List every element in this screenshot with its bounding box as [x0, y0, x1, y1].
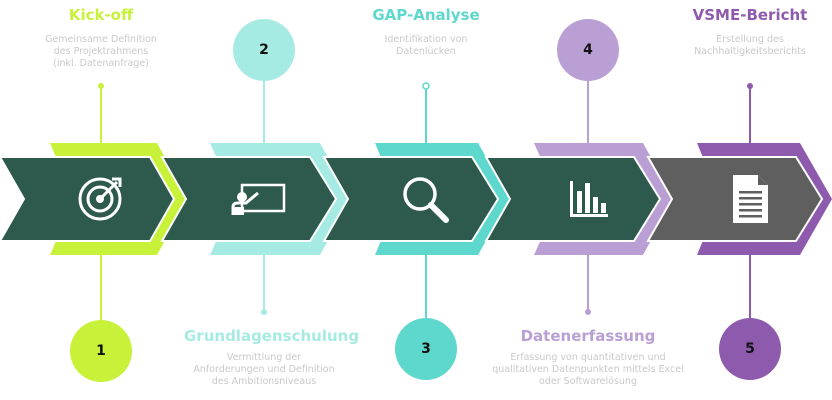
connector-dot-5 — [747, 83, 753, 89]
step-3-title: GAP-Analyse — [372, 6, 480, 24]
step-5-description: Erstellung des Nachhaltigkeitsberichts — [660, 34, 832, 58]
step-3-description: Identifikation von Datenlücken — [336, 34, 516, 58]
step-1-title: Kick-off — [68, 6, 134, 24]
step-1-description: Gemeinsame Definition des Projektrahmens… — [11, 34, 191, 70]
step-5-title: VSME-Bericht — [692, 6, 808, 24]
step-3-number: 3 — [421, 341, 431, 357]
step-2-number: 2 — [259, 42, 269, 58]
bar-chart-icon — [570, 181, 608, 217]
step-4-desc-line: oder Softwarelösung — [539, 376, 637, 387]
connector-dot-3 — [422, 82, 430, 90]
step-3-number-circle: 3 — [395, 318, 457, 380]
step-5-desc-line: Erstellung des — [716, 34, 784, 45]
step-3-desc-line: Datenlücken — [396, 46, 456, 57]
connector-dot-4 — [585, 309, 591, 315]
step-1-desc-line: Gemeinsame Definition — [45, 34, 157, 45]
connector-dot-1 — [98, 83, 104, 89]
step-2-desc-line: Anforderungen und Definition — [193, 364, 335, 375]
step-5-number-circle: 5 — [719, 318, 781, 380]
step-3-desc-line: Identifikation von — [384, 34, 468, 45]
step-2-title: Grundlagenschulung — [184, 327, 360, 345]
chevron-3 — [322, 156, 500, 242]
step-1-number-circle: 1 — [70, 320, 132, 382]
step-4-desc-line: Erfassung von quantitativen und — [510, 352, 666, 363]
step-2-desc-line: Vermittlung der — [226, 352, 302, 363]
step-1-number: 1 — [96, 343, 106, 359]
step-5-number: 5 — [745, 341, 755, 357]
magnifier-icon — [403, 177, 449, 223]
step-2-desc-line: des Ambitionsniveaus — [211, 376, 317, 387]
step-1-desc-line: (inkl. Datenanfrage) — [53, 58, 149, 69]
step-2-number-circle: 2 — [233, 19, 295, 81]
step-4-desc-line: qualitativen Datenpunkten mittels Excel — [492, 364, 684, 375]
step-4-description: Erfassung von quantitativen und qualitat… — [478, 352, 698, 388]
step-1-desc-line: des Projektrahmens — [53, 46, 149, 57]
step-4-number: 4 — [583, 42, 593, 58]
presentation-icon — [231, 183, 286, 215]
step-5-desc-line: Nachhaltigkeitsberichts — [694, 46, 806, 57]
step-2-description: Vermittlung der Anforderungen und Defini… — [174, 352, 354, 388]
step-4-number-circle: 4 — [557, 19, 619, 81]
step-4-title: Datenerfassung — [520, 327, 656, 345]
target-icon — [78, 177, 122, 221]
connector-dot-2 — [261, 309, 267, 315]
document-icon — [733, 175, 768, 223]
